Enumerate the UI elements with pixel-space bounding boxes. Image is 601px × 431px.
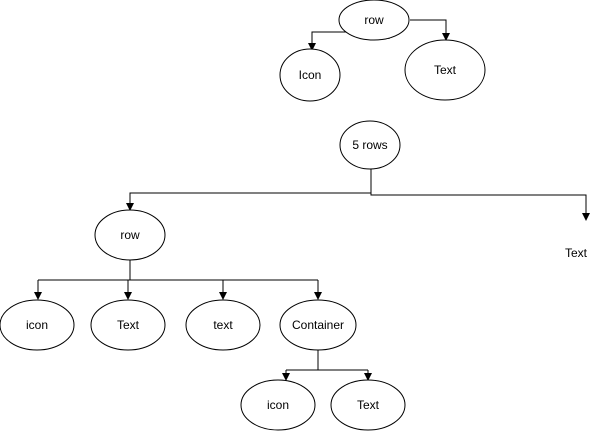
node-text-lower: text — [185, 299, 261, 351]
node-icon-bottom: icon — [240, 379, 316, 431]
floating-text-label: Text — [565, 246, 588, 260]
node-icon-top: Icon — [279, 48, 341, 102]
node-label: row — [364, 13, 384, 27]
node-container: Container — [279, 299, 357, 351]
node-label: 5 rows — [352, 138, 387, 152]
edge-5rows-to-row — [126, 168, 372, 211]
node-label: row — [120, 228, 140, 242]
edge-5rows-to-text — [370, 193, 590, 221]
node-label: Text — [357, 398, 380, 412]
node-text-bottom: Text — [330, 379, 406, 431]
node-text-top: Text — [404, 39, 486, 101]
node-label: icon — [26, 318, 48, 332]
node-label: Text — [434, 63, 457, 77]
node-label: text — [213, 318, 233, 332]
node-label: Container — [292, 318, 344, 332]
node-label: Icon — [299, 68, 322, 82]
node-row-top: row — [338, 0, 410, 41]
node-label: icon — [267, 398, 289, 412]
node-row-mid: row — [94, 209, 166, 261]
edge-row-to-text — [410, 19, 450, 41]
node-label: Text — [117, 318, 140, 332]
node-icon-mid: icon — [0, 299, 75, 351]
node-5-rows: 5 rows — [339, 120, 401, 170]
node-text-mid: Text — [90, 299, 166, 351]
